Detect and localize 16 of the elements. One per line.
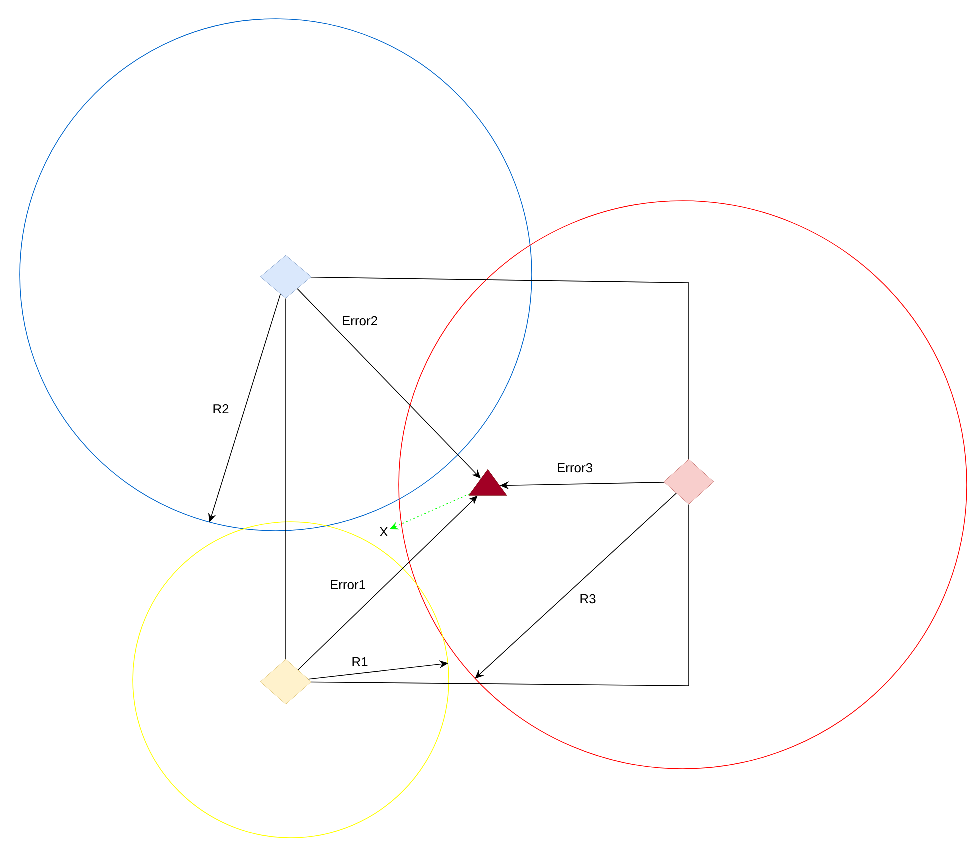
edge-label: R3: [578, 593, 598, 605]
target-triangle: [468, 469, 508, 496]
range-circle: [132, 522, 450, 838]
anchor-diamond: [260, 659, 312, 705]
anchor-diamond: [260, 255, 312, 299]
point-label: X: [380, 528, 388, 536]
arrow: [475, 493, 677, 679]
connector-line: [311, 504, 690, 686]
edge-label: R2: [212, 403, 230, 415]
anchor-diamond: [664, 459, 714, 505]
connector-line: [310, 276, 690, 460]
edge-label: Error2: [340, 315, 380, 327]
edge-label: Error1: [328, 579, 368, 591]
edge-label: R1: [350, 656, 370, 668]
range-circle: [398, 200, 968, 770]
edge-label: Error3: [556, 462, 594, 474]
